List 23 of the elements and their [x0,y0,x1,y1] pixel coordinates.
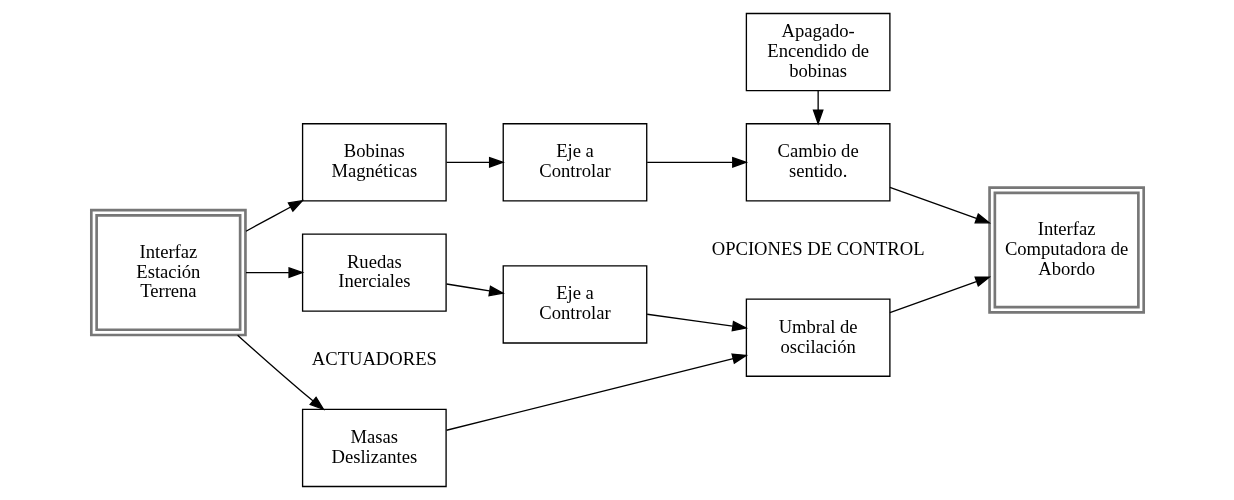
arrow [445,156,505,168]
arrow [236,334,325,411]
node-box: Bobinas Magnéticas [301,123,447,202]
label: ACTUADORES [311,348,437,370]
arrow [812,89,824,126]
node-box: Cambio de sentido. [745,123,891,202]
arrow [445,283,505,297]
node-box: Eje a Controlar [502,123,647,202]
node-box: Ruedas Inerciales [301,233,447,312]
node-box: Masas Deslizantes [301,408,447,488]
node-box: Interfaz Estación Terrena [89,208,247,337]
node-box: Apagado- Encendido de bobinas [745,12,891,92]
arrow [646,313,748,332]
arrow [646,156,748,168]
node-box: Interfaz Computadora de Abordo [987,186,1145,314]
node-box: Eje a Controlar [502,265,647,344]
label: OPCIONES DE CONTROL [711,237,925,259]
arrow [445,353,748,431]
node-box: Umbral de oscilación [745,298,891,377]
arrow [888,276,991,314]
arrow [244,199,304,232]
arrow [244,267,304,279]
arrow [888,186,991,224]
